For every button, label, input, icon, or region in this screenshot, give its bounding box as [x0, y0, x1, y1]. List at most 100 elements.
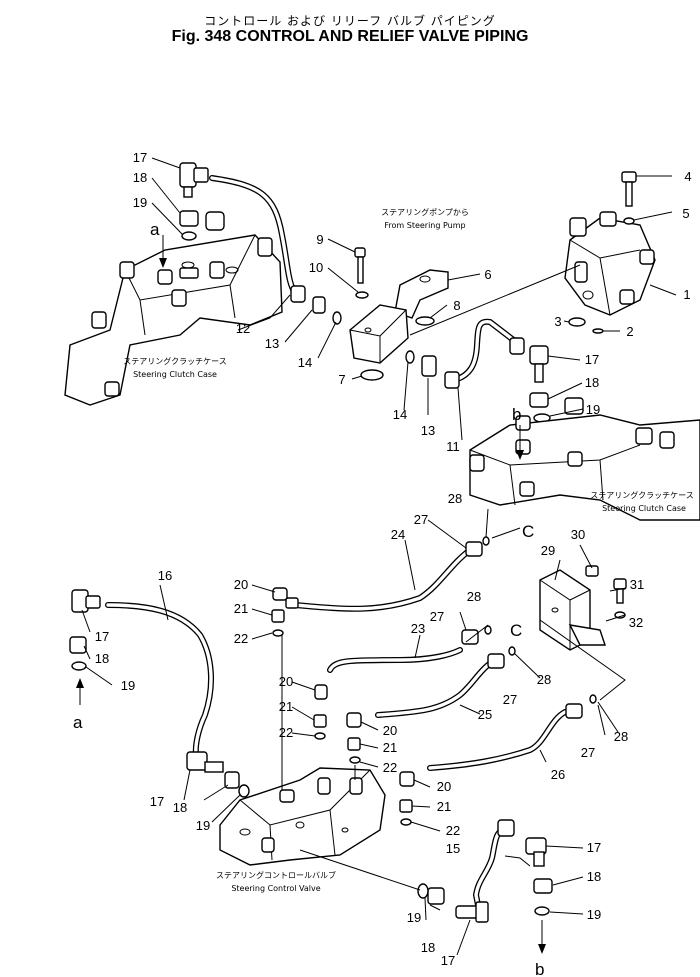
pipe-11: [452, 318, 523, 383]
label-21-d: 21: [437, 799, 451, 814]
fitting-20-d: [399, 771, 415, 787]
washer-10: [355, 291, 369, 299]
pipe-26: [427, 709, 568, 771]
label-26: 26: [551, 767, 565, 782]
label-13-center: 13: [421, 423, 435, 438]
label-8: 8: [453, 298, 460, 313]
pipe-23: [327, 647, 463, 673]
plug-30: [585, 565, 599, 577]
label-17-left-upper: 17: [95, 629, 109, 644]
pipe-16: [105, 602, 215, 758]
washer-19-bottom: [417, 883, 429, 899]
label-1: 1: [683, 287, 690, 302]
pipe-15: [472, 827, 508, 908]
washer-19-left: [71, 661, 87, 671]
label-19-bottom: 19: [407, 910, 421, 925]
label-28-c: 28: [537, 672, 551, 687]
label-29: 29: [541, 543, 555, 558]
label-20-c: 20: [383, 723, 397, 738]
ref-c-mid: C: [510, 621, 522, 640]
label-11: 11: [446, 439, 460, 454]
nut-18-left: [69, 636, 87, 654]
label-28-d: 28: [614, 729, 628, 744]
label-14-center: 14: [393, 407, 407, 422]
label-19-right: 19: [586, 402, 600, 417]
label-4: 4: [684, 169, 691, 184]
caption-control-valve-jp: ステアリングコントロールバルブ: [216, 870, 336, 880]
steering-control-valve: [219, 767, 386, 866]
washer-19-lower: [238, 784, 250, 798]
caption-steering-pump-en: From Steering Pump: [384, 221, 465, 230]
label-15: 15: [446, 841, 460, 856]
ref-b-top: b: [512, 405, 521, 424]
washer-22-d: [400, 818, 412, 826]
label-18-top: 18: [133, 170, 147, 185]
fitting-20-a: [272, 587, 299, 609]
label-18-bottom-right: 18: [587, 869, 601, 884]
pipe-24: [292, 547, 473, 612]
fitting-20-b: [314, 684, 328, 700]
arrow-b-bottom: [538, 920, 546, 954]
label-19-lower: 19: [196, 818, 210, 833]
caption-steering-pump-jp: ステアリングポンプから: [381, 207, 469, 217]
label-20-d: 20: [437, 779, 451, 794]
caption-clutch-case-right-jp: ステアリングクラッチケース: [590, 490, 693, 500]
oring-3: [568, 317, 586, 327]
oring-28-c: [508, 646, 516, 656]
elbow-fitting-17-bottom: [455, 901, 489, 923]
connector-13-center: [421, 355, 437, 377]
label-2: 2: [626, 324, 633, 339]
bolt-4: [621, 171, 637, 207]
label-17-right: 17: [585, 352, 599, 367]
elbow-fitting-17-right: [509, 337, 549, 383]
label-6: 6: [484, 267, 491, 282]
elbow-fitting-17-top: [179, 162, 209, 198]
oring-7: [360, 369, 384, 381]
oring-28-a: [482, 536, 490, 546]
oring-14-center: [405, 350, 415, 364]
washer-19-top: [181, 231, 197, 241]
label-27-b: 27: [430, 609, 444, 624]
connector-13-left: [290, 285, 326, 314]
washer-5: [623, 217, 635, 225]
ref-b-bottom: b: [535, 960, 544, 977]
label-22-b: 22: [279, 725, 293, 740]
label-18-left: 18: [95, 651, 109, 666]
nut-18-top: [179, 210, 199, 227]
nut-21-b: [313, 714, 327, 728]
oring-8: [415, 316, 435, 326]
label-12: 12: [236, 321, 250, 336]
label-16: 16: [158, 568, 172, 583]
label-20-a: 20: [234, 577, 248, 592]
washer-19-bottom-right: [534, 906, 550, 916]
label-22-c: 22: [383, 760, 397, 775]
washer-22-c: [349, 756, 361, 764]
leader-c-mid: [539, 619, 626, 701]
connector-27-a: [465, 541, 483, 557]
leader-lines: [81, 157, 677, 956]
part-number-labels: 4 5 1 3 2 6 8 9 10 7 17 18 19 12 13 14 1…: [95, 150, 692, 968]
label-27-c: 27: [503, 692, 517, 707]
nut-18-bottom: [427, 887, 445, 905]
fitting-20-c: [346, 712, 362, 728]
label-10: 10: [309, 260, 323, 275]
fitting-15-end: [497, 819, 515, 837]
label-9: 9: [316, 232, 323, 247]
arrow-b-top: [516, 425, 524, 460]
label-22-a: 22: [234, 631, 248, 646]
label-21-a: 21: [234, 601, 248, 616]
nut-18-bottom-right: [533, 878, 553, 894]
figure-title-japanese: コントロール および リリーフ バルブ パイピング: [204, 14, 496, 28]
label-17-top: 17: [133, 150, 147, 165]
caption-clutch-case-right-en: Steering Clutch Case: [602, 504, 686, 513]
label-19-bottom-right: 19: [587, 907, 601, 922]
caption-control-valve-en: Steering Control Valve: [231, 884, 320, 893]
oring-28-d: [589, 694, 597, 704]
label-25: 25: [478, 707, 492, 722]
label-18-bottom: 18: [421, 940, 435, 955]
label-31: 31: [630, 577, 644, 592]
bolt-31: [613, 578, 627, 604]
label-18-right: 18: [585, 375, 599, 390]
label-24: 24: [391, 527, 405, 542]
